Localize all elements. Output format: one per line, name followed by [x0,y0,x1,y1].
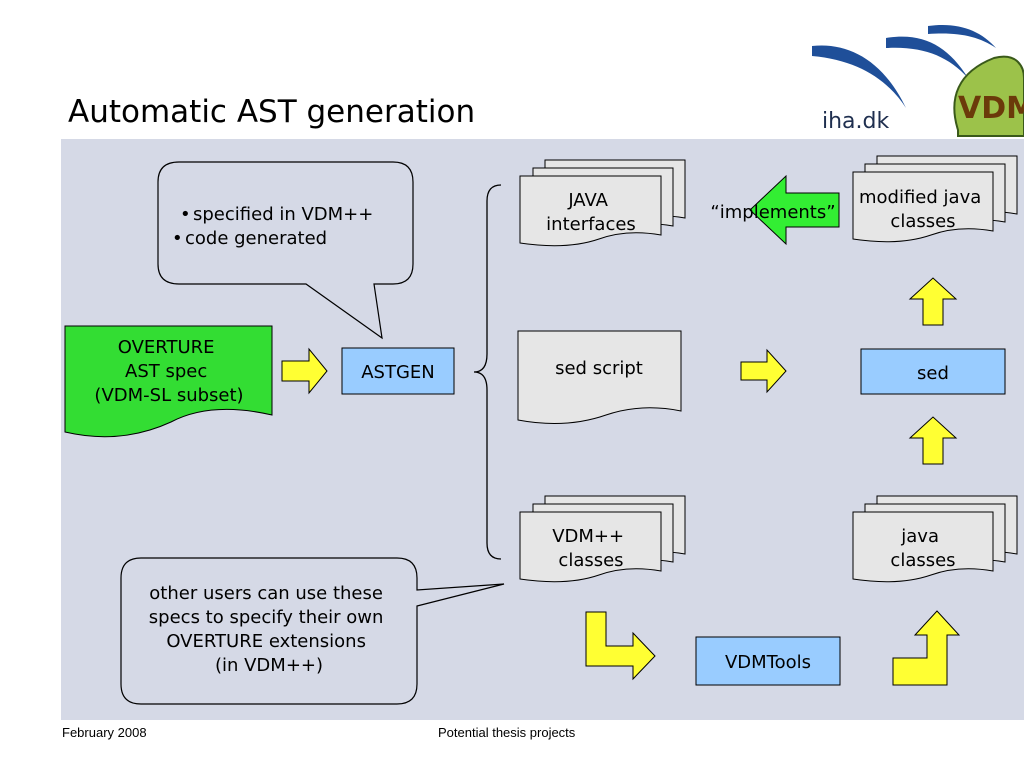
source-doc-line-3: (VDM-SL subset) [94,385,243,406]
java-classes-doc: java classes [852,495,1018,583]
logo-text: iha.dk [822,109,889,134]
sed-script-doc: sed script [517,330,682,425]
vdmtools-label: VDMTools [725,652,811,673]
sed-label: sed [917,363,949,384]
callout-bottom: other users can use these specs to speci… [120,557,505,705]
implements-label: “implements” [710,202,835,223]
svg-text:java classes: java classes [890,526,955,571]
svg-text:VDM++ classes: VDM++ classes [552,526,630,571]
java-interfaces-line-1: JAVA [567,190,608,211]
svg-text:modified java classes: modified java classes [859,187,987,232]
callout-top-bullet-2: code generated [185,228,327,249]
logo-swoosh-2 [886,36,968,78]
logo-swoosh-1 [812,45,906,108]
java-interfaces-line-2: interfaces [546,214,636,235]
iha-logo: iha.dk VDM [812,24,1024,137]
modified-java-doc: modified java classes [852,155,1018,243]
callout-bottom-line-3: OVERTURE extensions [166,631,366,652]
callout-bottom-line-1: other users can use these [149,583,383,604]
sed-script-label: sed script [555,358,643,379]
java-classes-line-1: java [900,526,939,547]
callout-bottom-line-4: (in VDM++) [215,655,323,676]
footer-title: Potential thesis projects [438,725,576,740]
modified-java-line-2: classes [890,211,955,232]
callout-top-bullet-1: specified in VDM++ [193,204,373,225]
callout-top-shape [157,161,414,340]
logo-swoosh-3 [928,24,996,48]
svg-text:OVERTURE AST spec: OVERTURE AST spec (VDM-SL subset) [94,337,243,406]
curly-brace [473,184,502,560]
java-classes-line-2: classes [890,550,955,571]
source-doc-line-2: AST spec [125,361,207,382]
source-doc: OVERTURE AST spec (VDM-SL subset) [64,325,273,438]
callout-bottom-shape [120,557,505,705]
arrow-source-to-astgen [281,347,328,395]
arrow-vdm-down-to-vdmtools [585,611,656,681]
svg-text:• specified in VDM++: • specified in VDM++ • code generated [172,204,379,249]
arrow-java-up-to-sed [908,416,958,465]
callout-bottom-line-2: specs to specify their own [149,607,384,628]
vdm-classes-line-2: classes [558,550,623,571]
svg-text:other users can use these: other users can use these specs to speci… [149,583,389,676]
footer-date: February 2008 [62,725,147,740]
source-doc-line-1: OVERTURE [118,337,215,358]
logo-mark-letters: VDM [958,91,1024,126]
vdmtools-box: VDMTools [695,636,841,686]
diagram-panel: • specified in VDM++ • code generated OV… [61,139,1024,720]
java-interfaces-doc: JAVA interfaces [519,159,686,247]
green-implements-arrow [749,174,840,246]
astgen-label: ASTGEN [361,362,435,383]
vdm-classes-doc: VDM++ classes [519,495,686,583]
arrow-vdmtools-up-to-java [892,610,961,686]
vdm-classes-line-1: VDM++ [552,526,624,547]
arrow-sed-up-to-modified [908,277,958,326]
callout-top: • specified in VDM++ • code generated [157,161,414,340]
arrow-script-to-sed [740,348,787,394]
svg-text:JAVA interfaces: JAVA interfaces [546,190,636,235]
modified-java-line-1: modified java [859,187,981,208]
sed-box: sed [860,348,1006,395]
slide-title: Automatic AST generation [68,94,476,130]
astgen-box: ASTGEN [341,347,455,395]
